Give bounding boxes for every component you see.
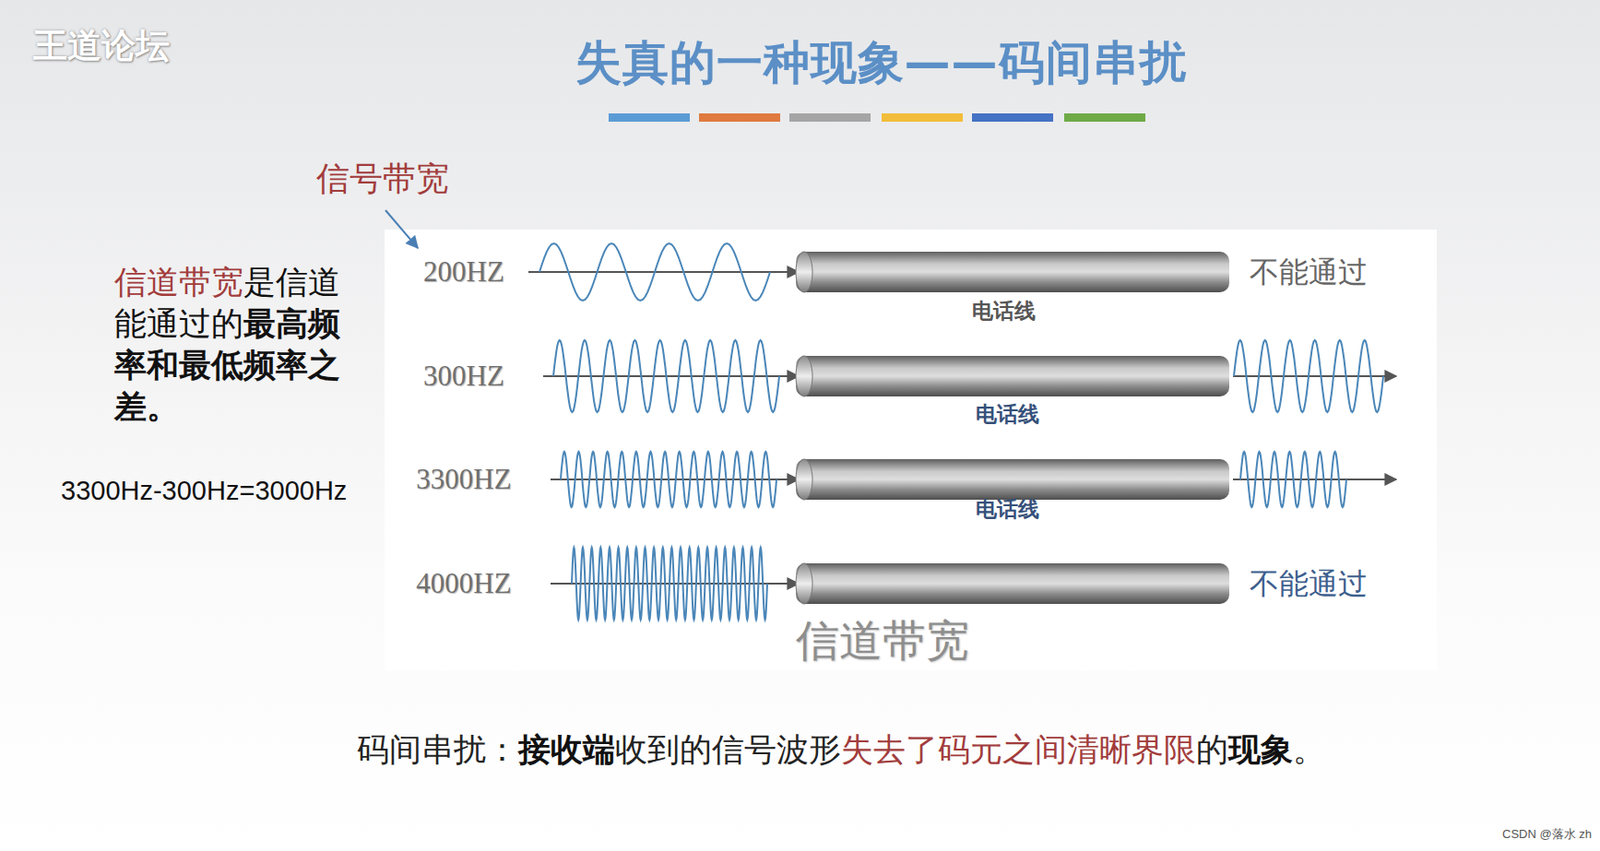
cylinder-end [795,459,813,500]
leader-arrow [385,210,418,249]
footnote-part: 失去了码元之间清晰界限 [841,731,1197,769]
source-credit: CSDN @落水 zh [1502,828,1592,842]
line-label: 电话线 [975,497,1040,522]
cylinder-end [795,355,813,397]
title-bar [1064,113,1146,122]
title-bar [608,113,690,122]
definition-text: 信道带宽是信道能通过的最高频率和最低频率之差。 [114,261,353,428]
cylinder-body [795,251,1230,293]
title-bar [699,113,781,122]
waves [539,243,1384,620]
line-label: 电话线 [971,298,1036,323]
definition-part: 信道带宽 [114,263,244,301]
frequency-label: 4000HZ [415,567,511,601]
frequency-label: 300HZ [423,359,505,393]
sine-wave [560,451,777,508]
telephone-line [795,459,1230,500]
signal-axis [1232,478,1397,481]
formula: 3300Hz-300Hz=3000Hz [60,475,347,507]
annotation: 信号带宽 [316,159,450,198]
sine-wave [1240,451,1347,508]
cylinder-end [795,563,813,605]
sine-wave [553,340,780,413]
slide-title: 失真的一种现象——码间串扰 [575,36,1187,91]
figure-panel [384,229,1437,671]
footnote-text: 码间串扰：接收端收到的信号波形失去了码元之间清晰界限的现象。 [356,728,1326,771]
cylinder-body [795,355,1230,397]
cylinder-body [795,563,1230,605]
result-label: 不能通过 [1249,255,1368,290]
telephone-line [795,563,1230,605]
sine-wave [1233,340,1384,413]
result-label: 不能通过 [1249,567,1368,602]
title-bar [881,113,963,122]
title-bar [971,113,1054,122]
line-label: 电话线 [975,402,1040,427]
frequency-label: 3300HZ [415,462,511,497]
signal-axis [543,375,799,378]
telephone-line [795,355,1230,397]
sine-wave [571,547,768,620]
footnote-part: 。 [1292,731,1326,769]
frequency-label: 200HZ [423,255,505,289]
cylinder-body [795,459,1230,500]
cylinder-end [795,251,813,293]
telephone-line [795,251,1230,293]
sine-wave [539,243,771,301]
watermark: 王道论坛 [33,26,170,67]
title-bar [789,113,871,122]
footnote-part: 现象 [1228,731,1293,769]
footnote-part: 码间串扰： [356,731,519,769]
footnote-part: 收到的信号波形 [615,731,842,769]
footnote-part: 的 [1196,731,1229,769]
figure-caption: 信道带宽 [795,616,970,666]
footnote-part: 接收端 [518,731,616,769]
